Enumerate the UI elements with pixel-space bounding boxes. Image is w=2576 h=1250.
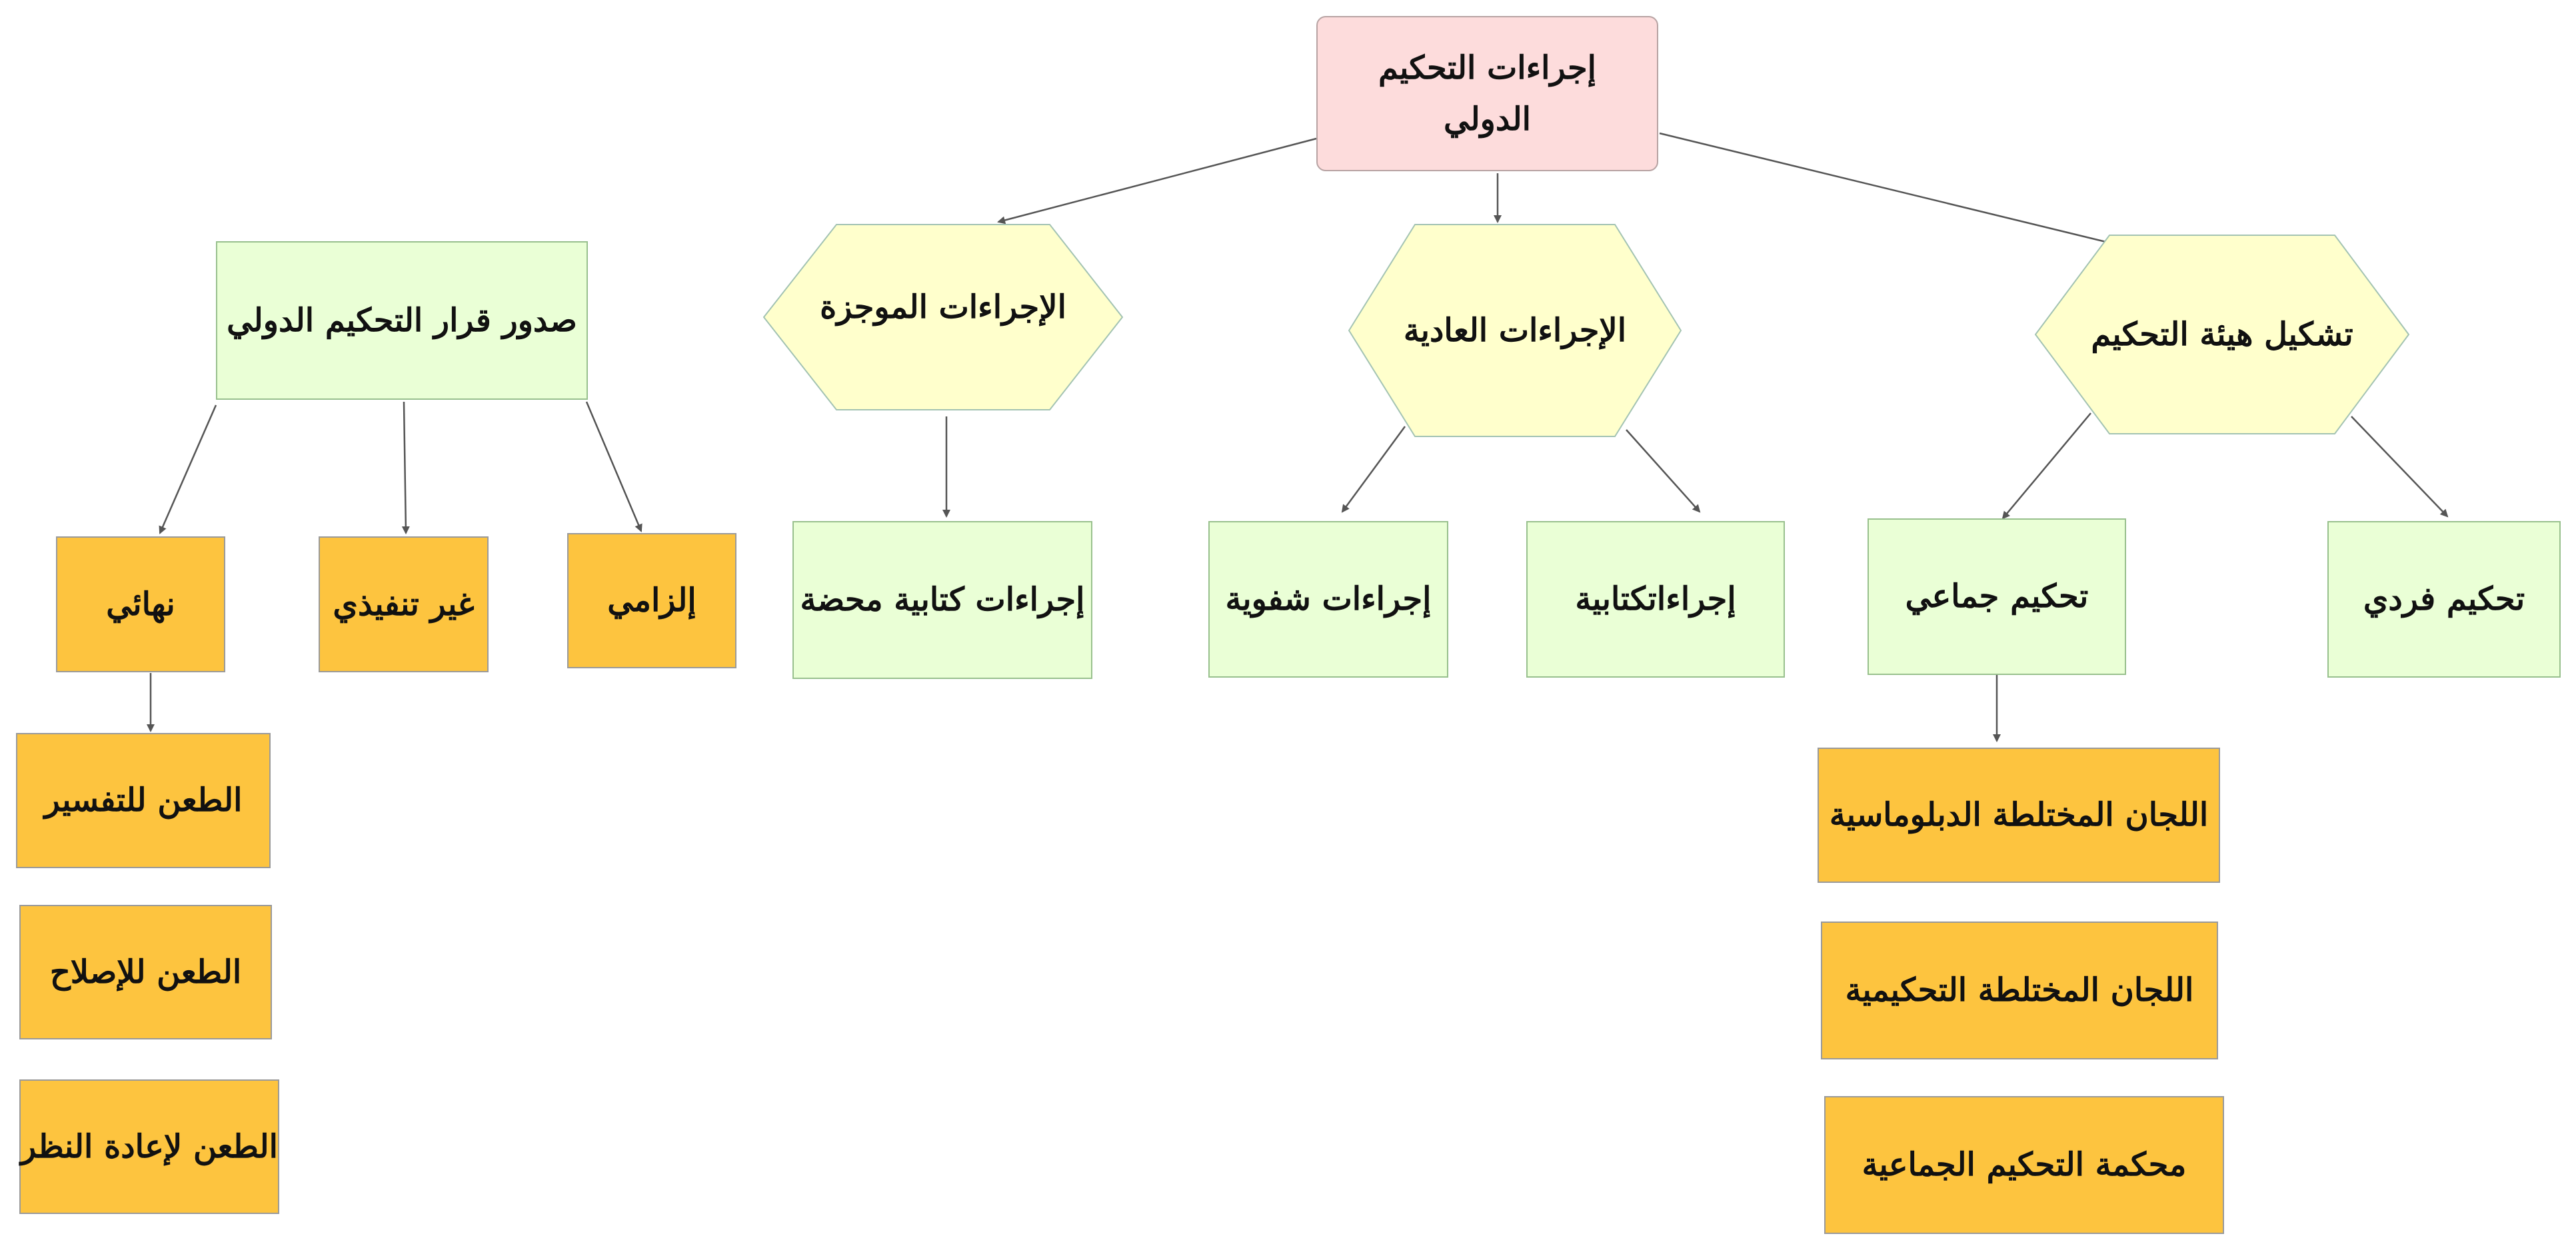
appeal-review-node: الطعن لإعادة النظر: [19, 1079, 279, 1214]
appeal-correction-label: الطعن للإصلاح: [49, 953, 242, 991]
edge-root-summary: [997, 137, 1317, 225]
edge-tribunal-individual: [2351, 416, 2449, 518]
hex-summary-procedures: الإجراءات الموجزة: [763, 224, 1123, 410]
edge-ordinary-oral: [1341, 426, 1406, 513]
mixed-arbitral-label: اللجان المختلطة التحكيمية: [1845, 971, 2194, 1009]
edge-award-binding: [585, 401, 643, 532]
individual-arbitration-node: تحكيم فردي: [2327, 521, 2561, 678]
edge-tribunal-collective: [2001, 412, 2091, 520]
binding-node: إلزامي: [567, 533, 736, 668]
oral-procedures-node: إجراءات شفوية: [1208, 521, 1448, 678]
appeal-correction-node: الطعن للإصلاح: [19, 905, 272, 1039]
final-node: نهائي: [56, 536, 225, 672]
mixed-arbitral-node: اللجان المختلطة التحكيمية: [1821, 922, 2218, 1059]
hex-tribunal-formation: تشكيل هيئة التحكيم: [2035, 235, 2409, 434]
oral-procedures-label: إجراءات شفوية: [1225, 580, 1432, 618]
written-procedures-label: إجراءاتكتابية: [1575, 580, 1736, 618]
individual-arbitration-label: تحكيم فردي: [2363, 580, 2525, 618]
hex-tribunal-label: تشكيل هيئة التحكيم: [2091, 315, 2353, 353]
edge-ordinary-written: [1626, 429, 1701, 513]
written-only-label: إجراءات كتابية محضة: [800, 581, 1085, 619]
hexagon-shape: [763, 224, 1123, 410]
root-node: إجراءات التحكيم الدولي: [1316, 16, 1658, 171]
mixed-diplomatic-node: اللجان المختلطة الدبلوماسية: [1818, 748, 2220, 883]
award-issuance-label: صدور قرار التحكيم الدولي: [227, 301, 577, 339]
hex-summary-label: الإجراءات الموجزة: [820, 288, 1066, 326]
hex-ordinary-procedures: الإجراءات العادية: [1348, 224, 1682, 437]
non-executive-node: غير تنفيذي: [319, 536, 489, 672]
collective-arbitration-node: تحكيم جماعي: [1868, 518, 2126, 675]
root-label-line-1: إجراءات التحكيم: [1378, 49, 1596, 87]
collective-court-label: محكمة التحكيم الجماعية: [1862, 1146, 2187, 1184]
appeal-interpretation-label: الطعن للتفسير: [44, 782, 243, 820]
collective-court-node: محكمة التحكيم الجماعية: [1824, 1096, 2224, 1234]
hexagon-shape: [2035, 235, 2409, 434]
binding-label: إلزامي: [607, 582, 696, 620]
final-label: نهائي: [106, 585, 175, 623]
collective-arbitration-label: تحكيم جماعي: [1905, 578, 2089, 616]
appeal-review-label: الطعن لإعادة النظر: [21, 1127, 278, 1165]
edge-award-nonexec: [401, 401, 410, 534]
appeal-interpretation-node: الطعن للتفسير: [16, 733, 271, 868]
award-issuance-node: صدور قرار التحكيم الدولي: [216, 241, 588, 400]
mixed-diplomatic-label: اللجان المختلطة الدبلوماسية: [1829, 796, 2209, 834]
edge-root-tribunal: [1659, 132, 2115, 247]
written-only-node: إجراءات كتابية محضة: [792, 521, 1092, 679]
non-executive-label: غير تنفيذي: [333, 585, 475, 623]
edge-award-final: [159, 404, 217, 534]
written-procedures-node: إجراءاتكتابية: [1526, 521, 1785, 678]
hexagon-shape: [1348, 224, 1682, 437]
root-label-line-2: الدولي: [1444, 100, 1531, 138]
hex-ordinary-label: الإجراءات العادية: [1403, 311, 1627, 349]
